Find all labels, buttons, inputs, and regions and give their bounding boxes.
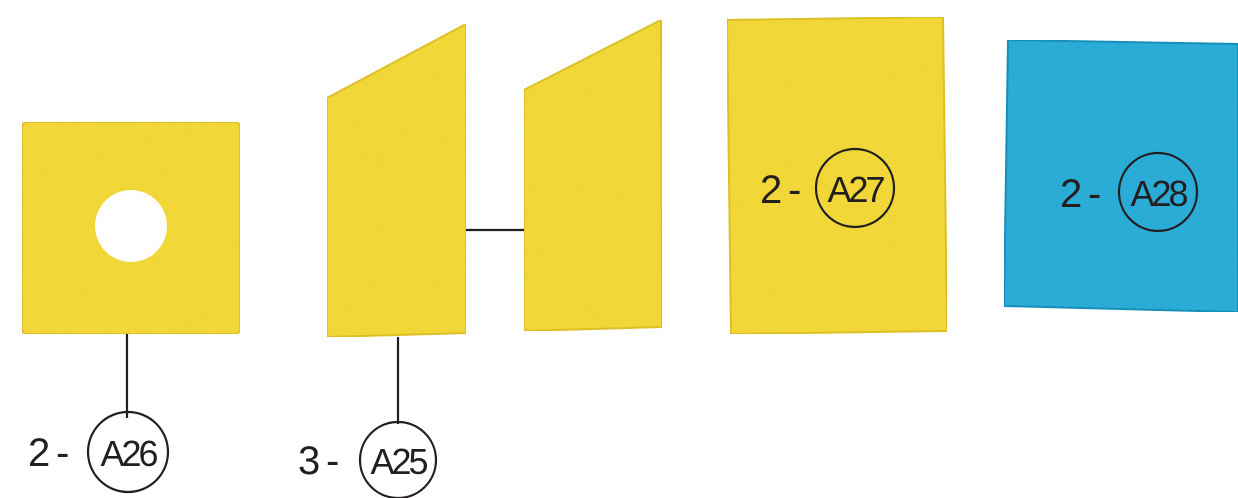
- callout-circle-a25: [358, 420, 438, 498]
- callout-circle-a28: [1117, 151, 1199, 233]
- piece-a25-left: [326, 22, 467, 339]
- quantity-a28: 2: [1060, 172, 1082, 216]
- separator-a26: -: [56, 431, 69, 475]
- part-code-a28: A28: [1130, 173, 1187, 214]
- quantity-a27: 2: [760, 168, 782, 212]
- quantity-a25: 3: [298, 439, 320, 483]
- part-code-a26: A26: [100, 433, 157, 474]
- hole: [95, 190, 167, 262]
- part-code-a25: A25: [370, 441, 427, 482]
- piece-a27: [725, 15, 949, 336]
- separator-a28: -: [1088, 172, 1101, 216]
- label-a28: 2 - A28: [1060, 151, 1199, 233]
- piece-a25-right: [523, 18, 664, 333]
- quantity-a26: 2: [28, 431, 50, 475]
- piece-a26: [21, 121, 241, 335]
- piece-a28: [1002, 38, 1238, 314]
- callout-circle-a26: [86, 410, 170, 494]
- part-code-a27: A27: [827, 169, 884, 210]
- separator-a25: -: [326, 439, 339, 483]
- callout-circle-a27: [814, 147, 896, 229]
- label-a25: 3 - A25: [298, 420, 438, 498]
- label-a27: 2 - A27: [760, 147, 896, 229]
- separator-a27: -: [788, 168, 801, 212]
- label-a26: 2 - A26: [28, 410, 170, 494]
